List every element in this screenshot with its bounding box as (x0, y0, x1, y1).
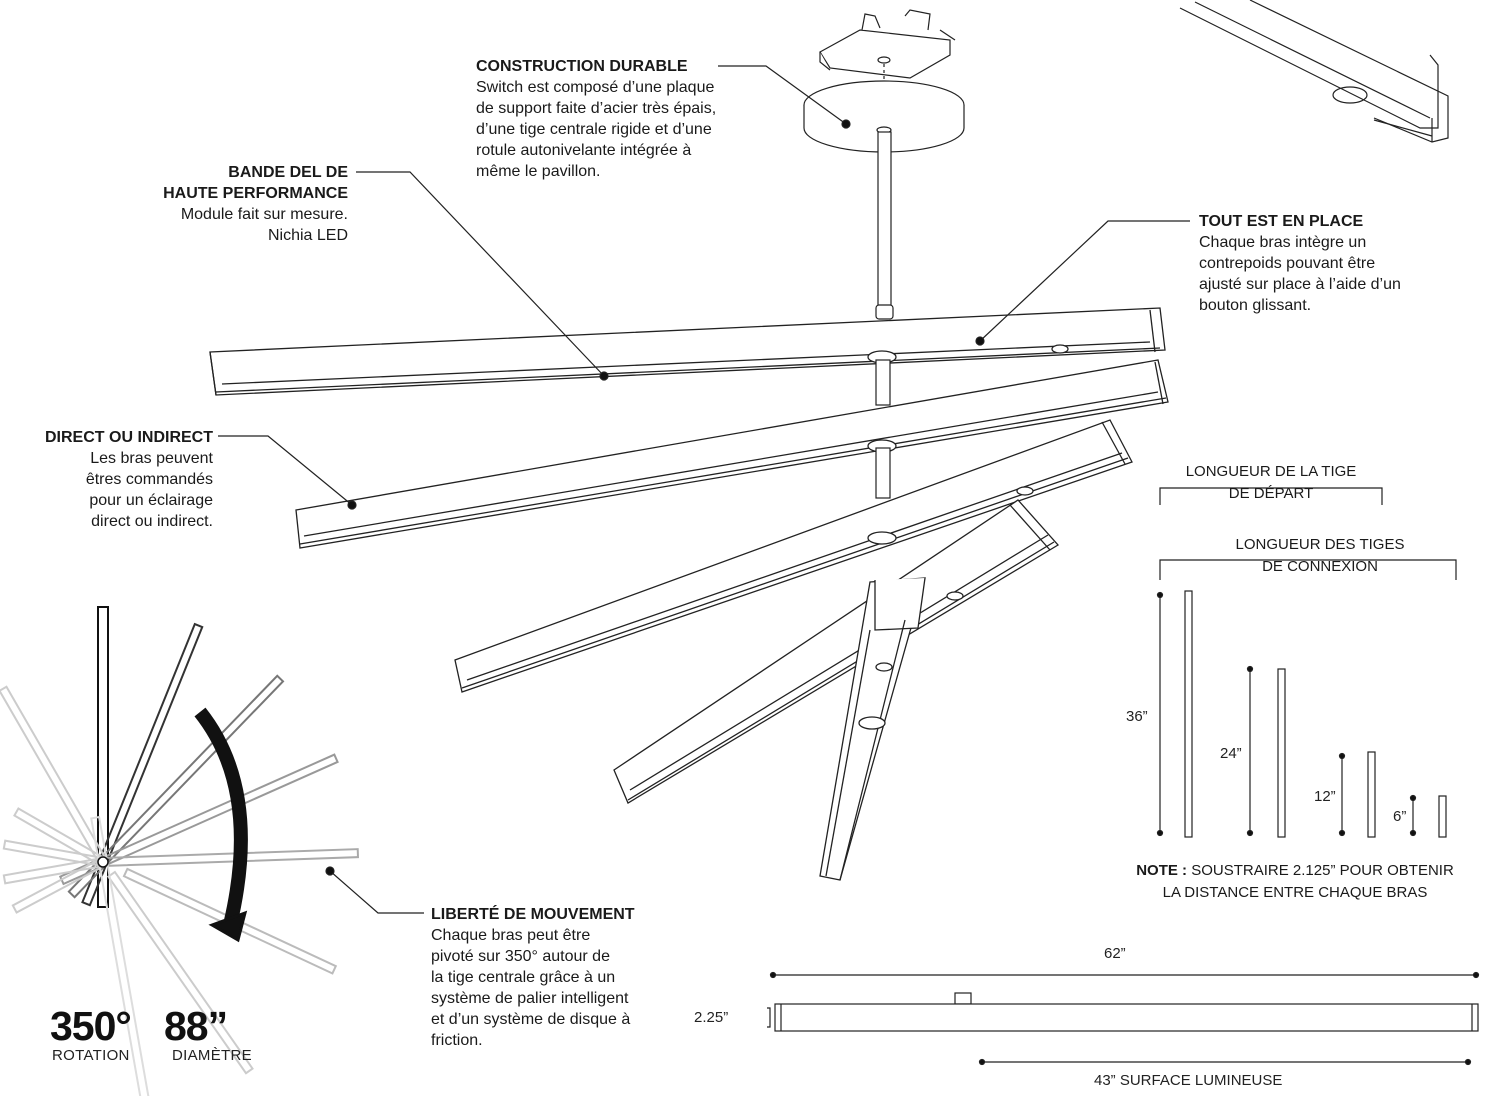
start-rod-label: LONGUEUR DE LA TIGE DE DÉPART (1165, 461, 1377, 505)
rotation-label: ROTATION (52, 1047, 130, 1064)
callout-construction-line: d’une tige centrale rigide et d’une (476, 121, 712, 138)
callout-tout-title: TOUT EST EN PLACE (1199, 213, 1364, 230)
height-dimension: 2.25” (694, 1009, 729, 1026)
connection-rod-label-line: LONGUEUR DES TIGES (1235, 536, 1405, 553)
callout-construction-line: même le pavillon. (476, 163, 601, 180)
callout-construction-line: de support faite d’acier très épais, (476, 100, 717, 117)
callout-bande-title: BANDE DEL DE (228, 164, 348, 181)
callout-direct-line: pour un éclairage (89, 492, 213, 509)
diameter-value: 88” (164, 1003, 228, 1049)
callout-liberte-title: LIBERTÉ DE MOUVEMENT (431, 906, 635, 923)
arm-end-detail (1179, 0, 1449, 143)
callout-direct-line: êtres commandés (85, 471, 213, 488)
callout-liberte-line: système de palier intelligent (431, 990, 629, 1007)
callout-construction-title: CONSTRUCTION DURABLE (476, 58, 688, 75)
length-dimension: 62” (1104, 945, 1126, 962)
rod-size-6: 6” (1393, 808, 1407, 825)
arm-3 (454, 419, 1133, 693)
diameter-label: DIAMÈTRE (172, 1047, 252, 1064)
rod-size-36: 36” (1126, 708, 1148, 725)
start-rod-label-line: DE DÉPART (1228, 485, 1314, 502)
callout-liberte-line: et d’un système de disque à (431, 1011, 631, 1028)
callout-direct-title: DIRECT OU INDIRECT (45, 429, 213, 446)
connection-rod-label: LONGUEUR DES TIGES DE CONNEXION (1195, 534, 1445, 578)
arm-1 (209, 307, 1166, 396)
rod-note: NOTE : SOUSTRAIRE 2.125” POUR OBTENIR LA… (1100, 860, 1490, 904)
callout-tout: TOUT EST EN PLACE Chaque bras intègre un… (1199, 211, 1469, 316)
start-rod-label-line: LONGUEUR DE LA TIGE (1185, 463, 1357, 480)
leader-lines (218, 65, 1190, 914)
callout-construction-line: rotule autonivelante intégrée à (476, 142, 692, 159)
callout-bande: BANDE DEL DE HAUTE PERFORMANCE Module fa… (110, 162, 348, 246)
rod-note-text: SOUSTRAIRE 2.125” POUR OBTENIR (1191, 862, 1454, 879)
callout-direct: DIRECT OU INDIRECT Les bras peuvent être… (20, 427, 213, 532)
rod-note-bold: NOTE : (1136, 862, 1188, 879)
rotation-fan (0, 606, 360, 1096)
central-rod (875, 131, 894, 320)
callout-liberte: LIBERTÉ DE MOUVEMENT Chaque bras peut êt… (431, 904, 671, 1051)
callout-tout-line: bouton glissant. (1199, 297, 1312, 314)
rotation-value: 350° (50, 1003, 132, 1049)
arm-4 (613, 499, 1060, 804)
callout-tout-line: ajusté sur place à l’aide d’un (1199, 276, 1401, 293)
callout-liberte-line: pivoté sur 350° autour de (431, 948, 610, 965)
lit-surface-dimension: 43” SURFACE LUMINEUSE (1094, 1072, 1283, 1089)
side-elevation (767, 971, 1480, 1066)
callout-bande-title: HAUTE PERFORMANCE (163, 185, 348, 202)
callout-liberte-line: friction. (431, 1032, 483, 1049)
callout-construction-line: Switch est composé d’une plaque (476, 79, 715, 96)
callout-liberte-line: la tige centrale grâce à un (431, 969, 616, 986)
rod-segment (875, 359, 891, 406)
callout-tout-line: Chaque bras intègre un (1199, 234, 1367, 251)
connection-rod-label-line: DE CONNEXION (1262, 558, 1378, 575)
rod-note-line2: LA DISTANCE ENTRE CHAQUE BRAS (1162, 884, 1428, 901)
rod-diagram (1156, 487, 1457, 838)
callout-bande-line: Module fait sur mesure. (180, 206, 348, 223)
callout-tout-line: contrepoids pouvant être (1199, 255, 1376, 272)
arm-5 (819, 577, 926, 881)
callout-direct-line: Les bras peuvent (90, 450, 213, 467)
rod-segment (875, 447, 891, 499)
rod-size-12: 12” (1314, 788, 1336, 805)
canopy (803, 9, 965, 153)
callout-construction: CONSTRUCTION DURABLE Switch est composé … (476, 56, 786, 182)
rod-size-24: 24” (1220, 745, 1242, 762)
callout-bande-line: Nichia LED (267, 227, 348, 244)
callout-direct-line: direct ou indirect. (91, 513, 213, 530)
callout-liberte-line: Chaque bras peut être (431, 927, 591, 944)
